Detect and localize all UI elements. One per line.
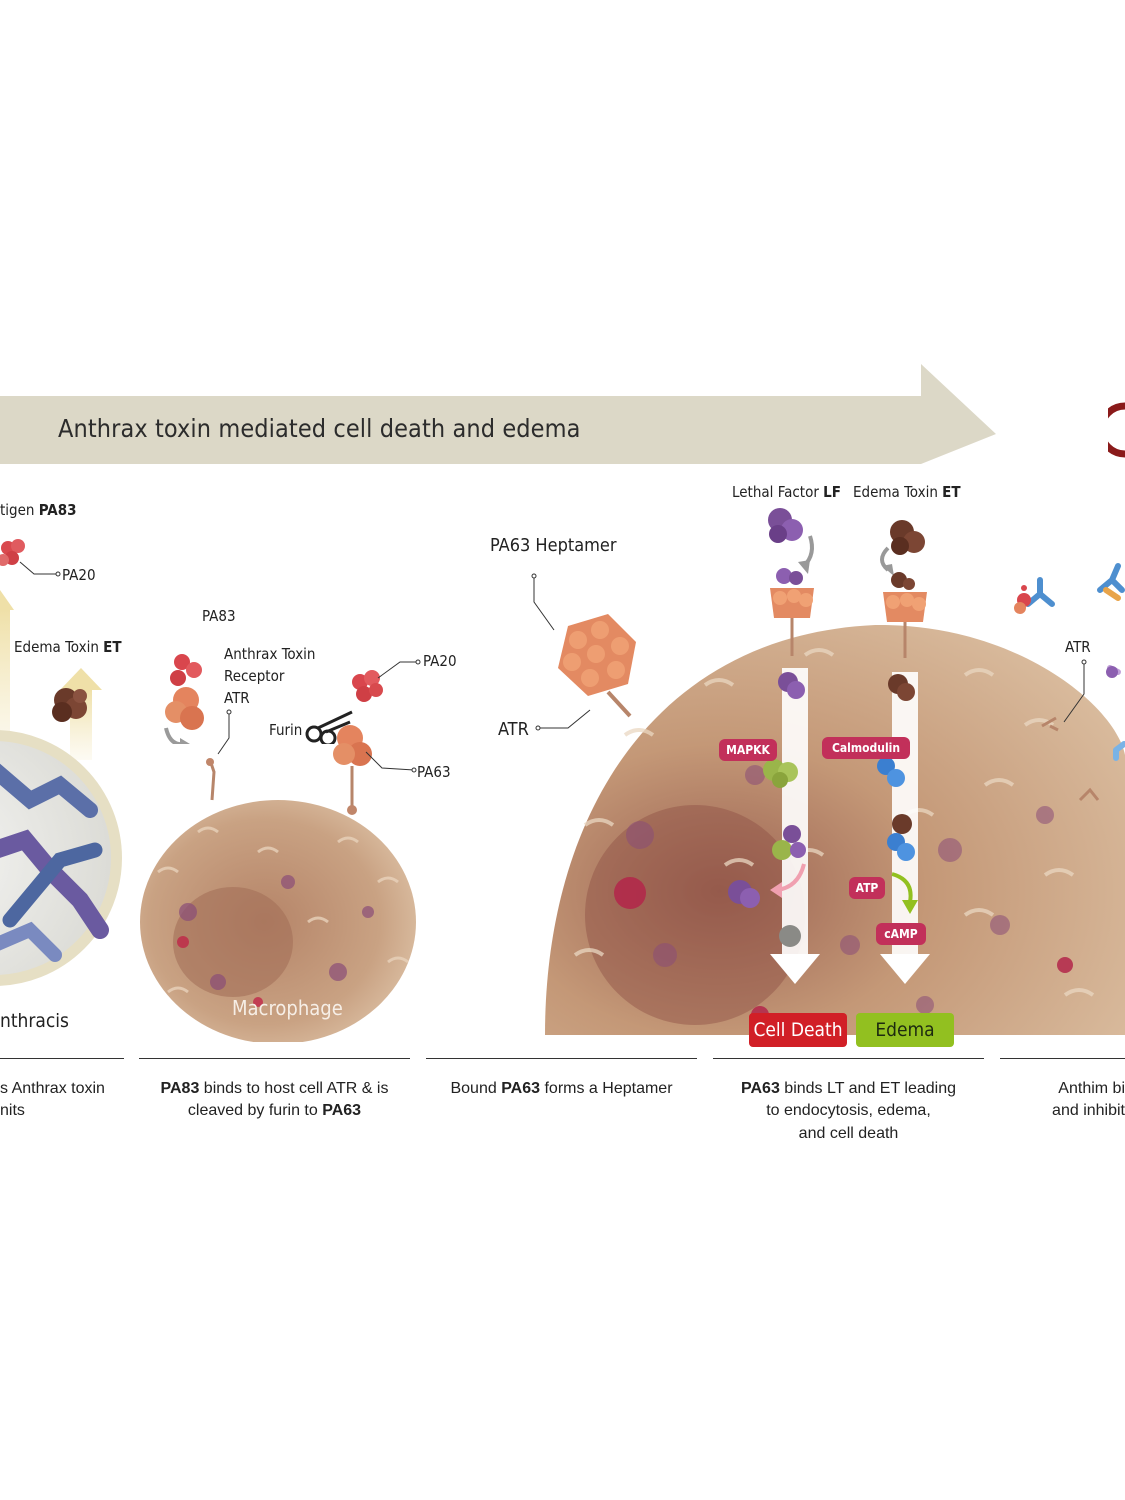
pa20-label-p2: PA20 [423, 652, 457, 670]
edema-toxin-protein [52, 688, 87, 722]
furin-label: Furin [269, 721, 303, 739]
bacteria-illustration [0, 730, 122, 986]
caption-panel-4: PA63 binds LT and ET leading to endocyto… [741, 1080, 956, 1142]
pink-arrow [770, 863, 806, 898]
macrophage-label: Macrophage [232, 996, 343, 1020]
caption-rule-2 [139, 1058, 410, 1059]
pa63-label-p2: PA63 [417, 763, 451, 781]
heptamer-lf-complex [770, 568, 814, 656]
pa83-label-p2: PA83 [202, 607, 236, 625]
mapkk-cleaved [779, 925, 801, 947]
caption-rule-1 [0, 1058, 124, 1059]
pa20-label: PA20 [62, 566, 96, 584]
et-calmodulin-complex [887, 814, 915, 861]
pa83-protein-p2 [164, 654, 204, 744]
macrophage-cell [140, 800, 416, 1042]
atr-leader-line-p5 [1041, 659, 1087, 732]
atr-label-p3: ATR [498, 719, 529, 740]
heptamer-leader-line [531, 573, 555, 631]
pa83-label: tigen PA83 [0, 501, 77, 519]
pa63-heptamer-protein [558, 614, 636, 718]
pa20-pa63-proteins [333, 659, 421, 815]
calmodulin-protein [877, 757, 905, 787]
atr-leader-line-p3 [535, 709, 591, 731]
binding-arrows [798, 535, 894, 576]
caption-rule-4 [713, 1058, 984, 1059]
green-arrow [891, 872, 918, 914]
atp-tag: ATP [849, 877, 885, 899]
edema-toxin-protein-p4 [890, 520, 925, 555]
mapkk-tag: MAPKK [719, 739, 777, 761]
heptamer-label: PA63 Heptamer [490, 535, 617, 556]
banner-title: Anthrax toxin mediated cell death and ed… [58, 414, 581, 443]
banner-arrow [0, 364, 996, 464]
heptamer-et-complex [883, 572, 927, 658]
caption-rule-3 [426, 1058, 697, 1059]
pa83-protein [0, 539, 25, 566]
caption-panel-2: PA83 binds to host cell ATR & is cleaved… [160, 1080, 389, 1120]
edema-toxin-label-p4: Edema Toxin ET [853, 483, 961, 501]
antibodies-illustration [1014, 563, 1125, 802]
lf-pathway-arrow [770, 668, 820, 984]
host-cell [545, 624, 1125, 1035]
logo-icon [1108, 402, 1125, 458]
calmodulin-tag: Calmodulin [822, 737, 910, 759]
et-internalized [888, 674, 915, 701]
atr-leader-line [206, 709, 232, 801]
mapkk-protein [763, 759, 798, 788]
caption-panel-3: Bound PA63 forms a Heptamer [450, 1080, 673, 1097]
lethal-factor-label: Lethal Factor LF [732, 483, 841, 501]
caption-rule-5 [1000, 1058, 1125, 1059]
atr-label-p5: ATR [1065, 638, 1091, 656]
lf-free [728, 880, 760, 908]
edema-label: Edema [856, 1013, 954, 1047]
bacteria-label: nthracis [0, 1010, 69, 1032]
lf-internalized [778, 672, 805, 699]
scissors-icon [305, 710, 353, 744]
edema-toxin-label: Edema Toxin ET [14, 638, 122, 656]
camp-tag: cAMP [876, 923, 926, 945]
pa20-leader-line [19, 561, 61, 577]
cell-death-label: Cell Death [749, 1013, 847, 1047]
lethal-factor-protein [768, 508, 803, 543]
lf-mapkk-complex [772, 825, 806, 860]
